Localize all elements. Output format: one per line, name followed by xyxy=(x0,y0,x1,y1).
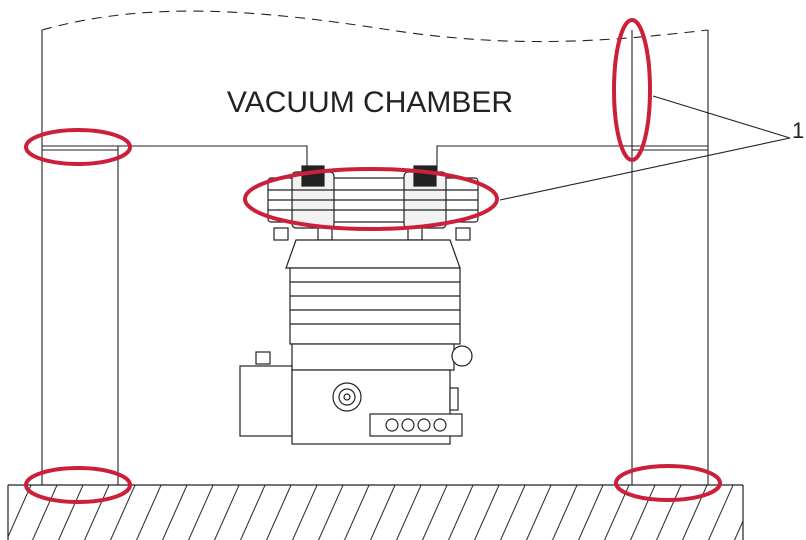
seal-highlight-ellipse xyxy=(24,128,132,166)
seal-highlight-ellipse xyxy=(612,18,652,162)
vacuum-pump-drawing xyxy=(239,165,479,445)
chamber-label: VACUUM CHAMBER xyxy=(227,86,513,119)
seal-highlight-ellipse xyxy=(24,466,132,504)
callout-leaders xyxy=(499,95,791,201)
chamber-walls xyxy=(41,10,709,485)
callout-number: 1 xyxy=(792,118,804,143)
chamber-top-edge xyxy=(41,10,709,43)
seal-highlight-ellipse xyxy=(614,464,722,502)
floor xyxy=(7,484,744,540)
seal-highlights xyxy=(24,18,722,504)
seal-highlight-ellipse xyxy=(243,167,499,231)
right-column xyxy=(436,145,708,485)
